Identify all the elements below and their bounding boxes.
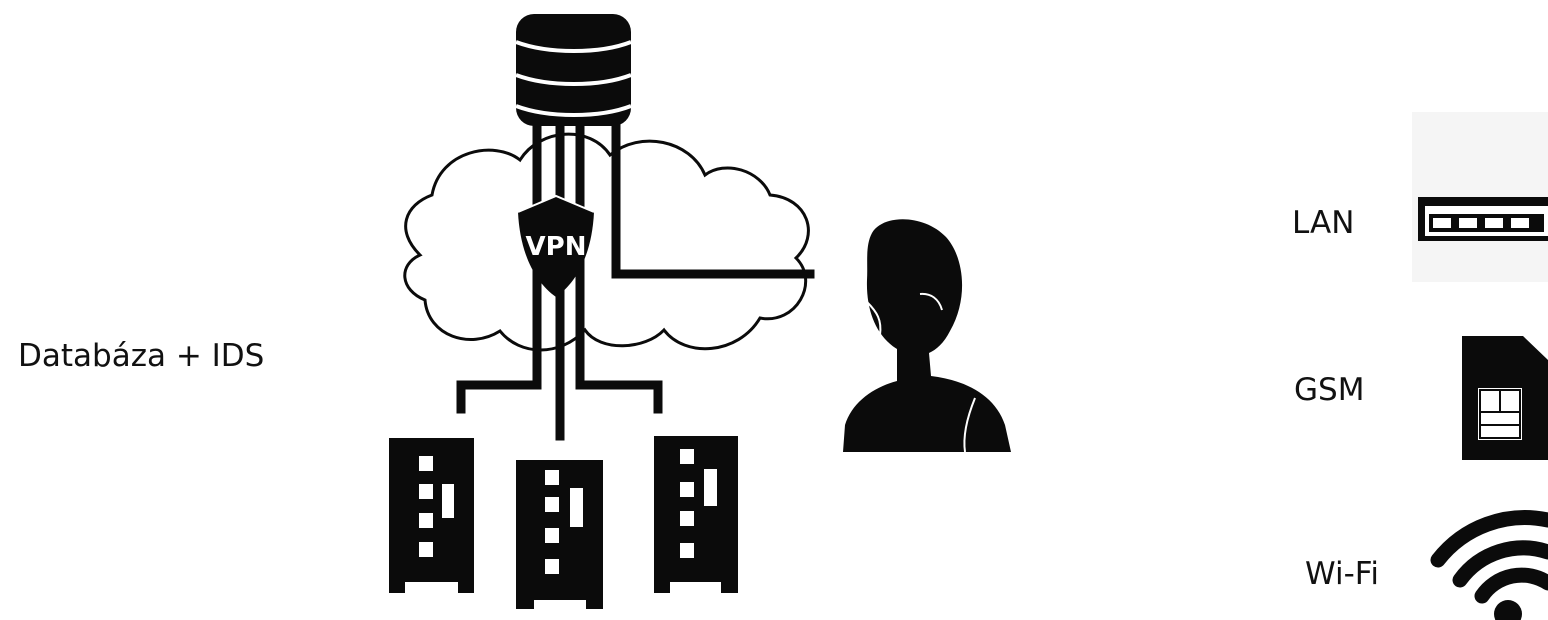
cloud-icon [403,132,810,352]
vpn-shield-icon: VPN [517,194,595,297]
database-icon [515,14,632,126]
sim-card-icon [1462,336,1548,460]
building-icon [389,438,474,593]
vpn-text: VPN [526,232,587,262]
building-icon [516,460,603,609]
ethernet-switch-icon [1412,112,1548,282]
person-icon [843,219,1011,453]
lan-label: LAN [1292,205,1355,241]
building-icon [654,436,738,593]
gsm-label: GSM [1294,372,1365,408]
wifi-label: Wi-Fi [1305,556,1379,592]
wifi-icon [1430,510,1548,620]
database-ids-label: Databáza + IDS [18,338,265,374]
